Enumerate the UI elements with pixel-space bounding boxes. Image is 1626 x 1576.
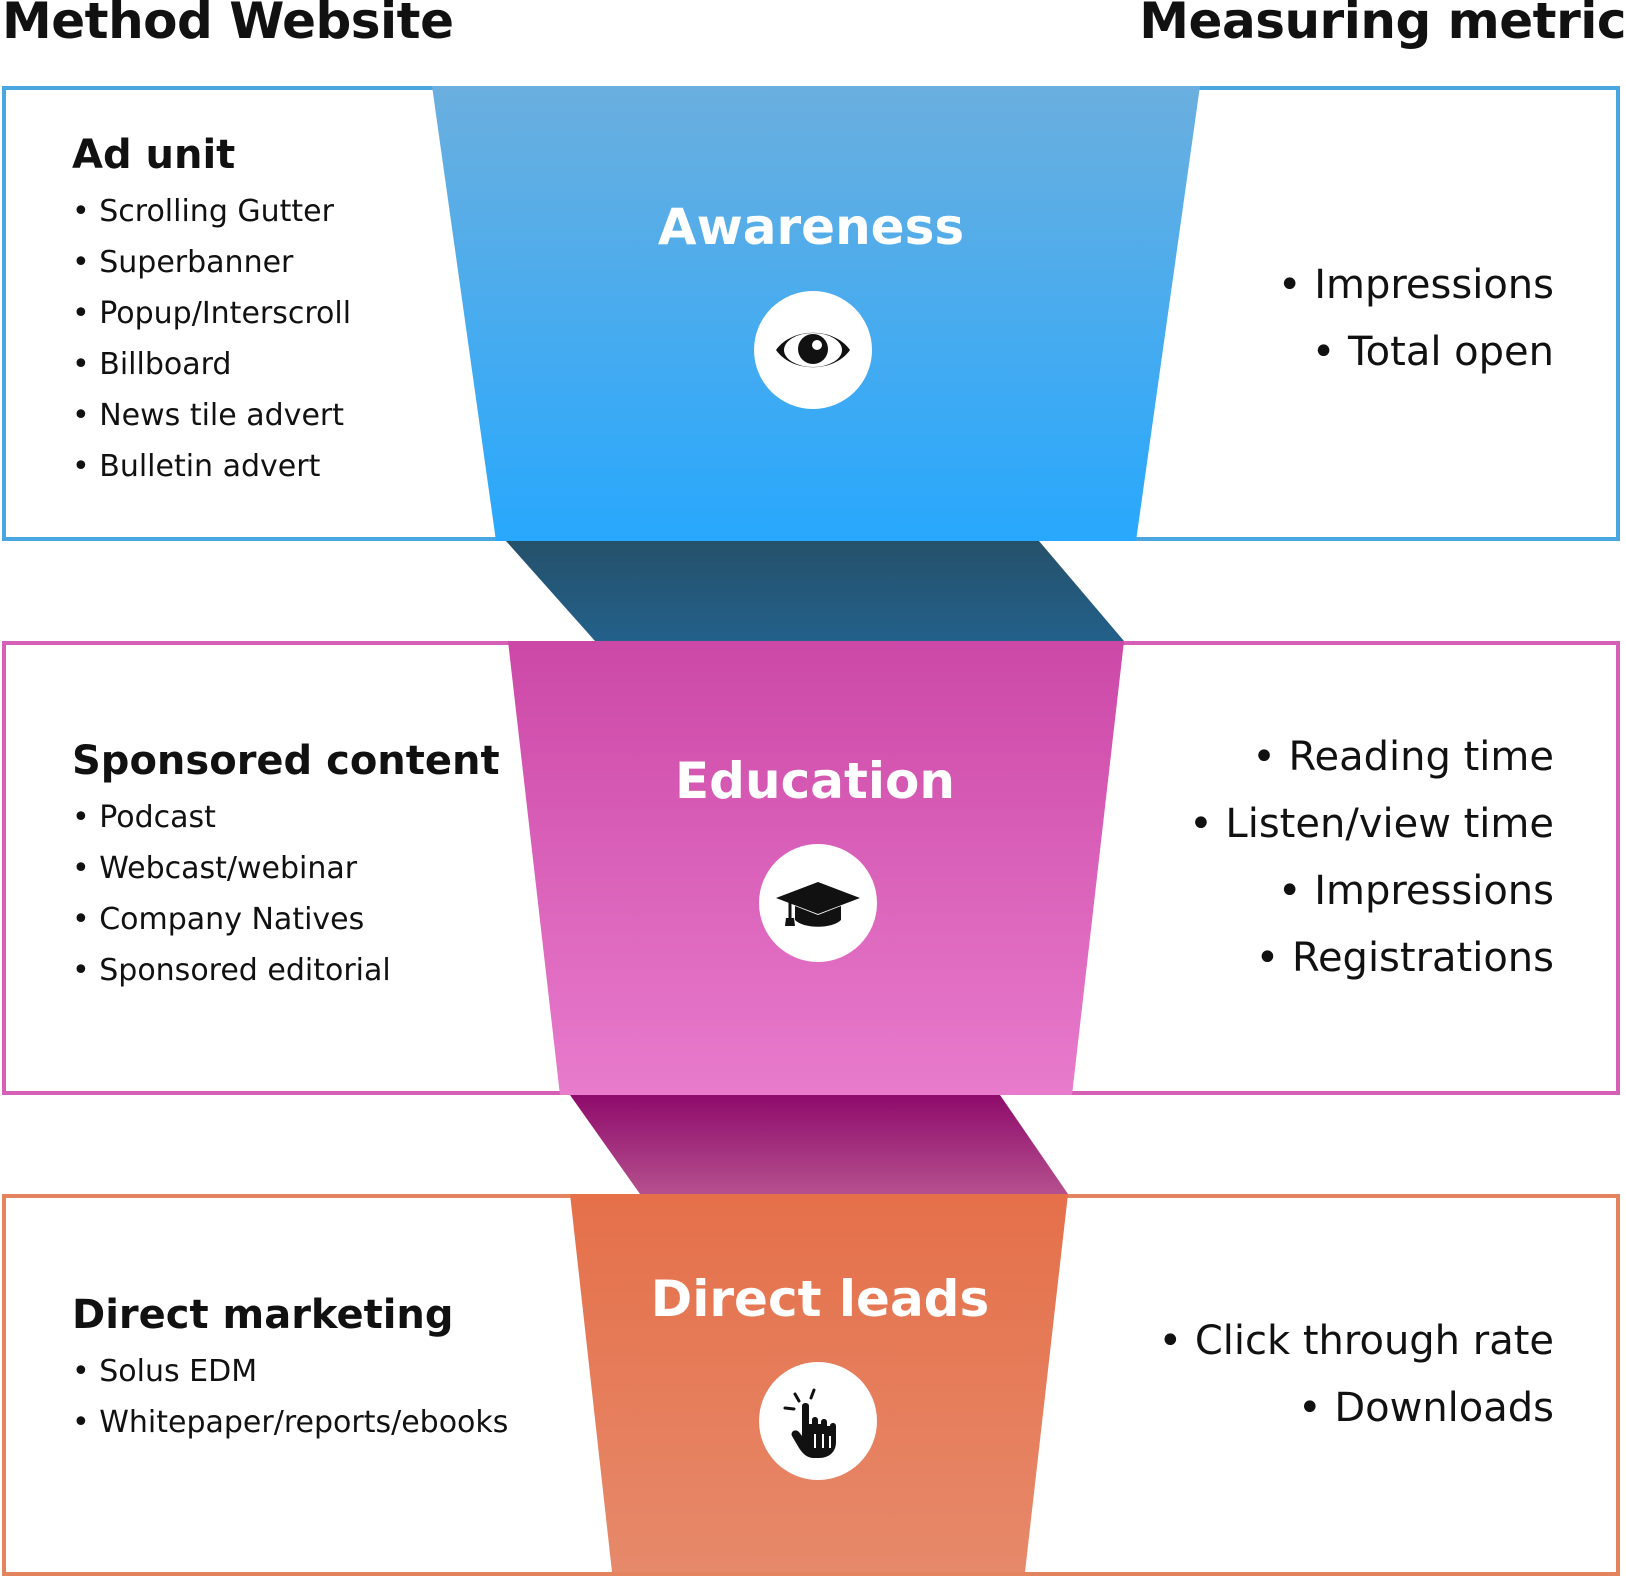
education-icon-circle (759, 844, 877, 962)
metric-item: • Total open (1311, 329, 1554, 375)
method-item: • Podcast (72, 800, 216, 835)
method-title: Direct marketing (72, 1292, 454, 1338)
method-item: • Bulletin advert (72, 449, 321, 484)
graduation-cap-icon (776, 882, 860, 927)
method-item: • Superbanner (72, 245, 294, 280)
method-item: • Solus EDM (72, 1354, 258, 1389)
method-item: • Sponsored editorial (72, 953, 391, 988)
metric-item: • Impressions (1277, 868, 1554, 914)
method-title: Sponsored content (72, 738, 500, 784)
metric-item: • Registrations (1255, 935, 1554, 981)
method-item: • Company Natives (72, 902, 365, 937)
method-item: • Whitepaper/reports/ebooks (72, 1405, 509, 1440)
metric-item: • Reading time (1252, 734, 1554, 780)
method-item: • News tile advert (72, 398, 344, 433)
method-item: • Billboard (72, 347, 232, 382)
measuring-metric-header: Measuring metric (1139, 0, 1626, 50)
stage-title-awareness: Awareness (657, 198, 965, 256)
method-title: Ad unit (72, 132, 236, 178)
education-methods: Sponsored content • Podcast • Webcast/we… (72, 738, 500, 996)
education-metrics: • Reading time • Listen/view time • Impr… (1189, 724, 1554, 992)
pointer-click-icon (783, 1388, 836, 1458)
awareness-methods: Ad unit • Scrolling Gutter • Superbanner… (72, 132, 351, 492)
method-item: • Popup/Interscroll (72, 296, 352, 331)
direct-leads-metrics: • Click through rate • Downloads (1159, 1308, 1554, 1442)
metric-item: • Click through rate (1158, 1318, 1554, 1364)
stage-title-direct-leads: Direct leads (650, 1270, 990, 1328)
metric-item: • Downloads (1298, 1385, 1554, 1431)
method-item: • Scrolling Gutter (72, 194, 334, 229)
method-item: • Webcast/webinar (72, 851, 358, 886)
connector-education-leads (570, 1095, 1068, 1194)
metric-item: • Listen/view time (1189, 801, 1554, 847)
direct-leads-methods: Direct marketing • Solus EDM • Whitepape… (72, 1292, 508, 1448)
method-website-header: Method Website (2, 0, 454, 50)
direct-leads-icon-circle (759, 1362, 877, 1480)
eye-icon (776, 332, 850, 368)
awareness-metrics: • Impressions • Total open (1278, 252, 1554, 386)
stage-title-education: Education (675, 752, 955, 810)
metric-item: • Impressions (1277, 262, 1554, 308)
connector-awareness-education (506, 541, 1124, 641)
awareness-icon-circle (754, 291, 872, 409)
